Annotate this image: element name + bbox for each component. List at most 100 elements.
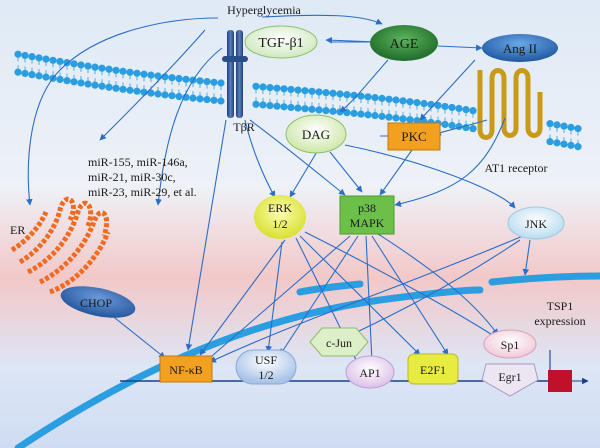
membrane-lipid-head <box>77 79 85 87</box>
membrane-lipid-head <box>329 89 337 97</box>
jnk-label: JNK <box>525 217 547 231</box>
membrane-lipid-head <box>469 107 477 115</box>
membrane-lipid-head <box>392 114 400 122</box>
membrane-lipid-head <box>574 143 582 151</box>
usf-label-2: 1/2 <box>258 368 273 382</box>
membrane-lipid-head <box>553 121 561 129</box>
dag-label: DAG <box>302 127 330 142</box>
node-ap1: AP1 <box>345 355 395 389</box>
membrane-lipid-head <box>98 64 106 72</box>
membrane-lipid-head <box>147 89 155 97</box>
membrane-lipid-head <box>161 91 169 99</box>
p38-label-2: MAPK <box>350 216 385 230</box>
nuclear-envelope <box>14 286 484 448</box>
tbr-label: TβR <box>233 120 254 134</box>
membrane-lipid-head <box>301 105 309 113</box>
membrane-lipid-head <box>399 97 407 105</box>
at1-receptor-helix <box>477 68 543 140</box>
membrane-lipid-head <box>98 82 106 90</box>
membrane-lipid-head <box>105 65 113 73</box>
node-age: AGE <box>370 25 438 61</box>
membrane-lipid-head <box>357 110 365 118</box>
cjun-label: c-Jun <box>326 336 352 350</box>
membrane-lipid-head <box>441 120 449 129</box>
membrane-lipid-head <box>574 125 582 133</box>
page-title: Hyperglycemia <box>227 3 301 17</box>
membrane-lipid-head <box>301 87 309 95</box>
membrane-lipid-head <box>280 85 288 93</box>
chop-label: CHOP <box>80 296 112 310</box>
membrane-lipid-head <box>147 71 155 79</box>
membrane-lipid-head <box>441 102 449 111</box>
membrane-lipid-head <box>77 61 85 69</box>
membrane-lipid-head <box>56 75 64 84</box>
membrane-lipid-head <box>350 109 358 117</box>
node-jnk: JNK <box>507 206 565 240</box>
membrane-lipid-head <box>448 121 456 130</box>
membrane-lipid-head <box>546 138 554 146</box>
tsp1-gene-box <box>548 370 572 392</box>
node-nf-kb: NF-κB <box>159 355 213 383</box>
membrane-lipid-head <box>126 68 134 76</box>
node-usf: USF 1/2 <box>235 349 297 385</box>
membrane-lipid-head <box>168 74 176 82</box>
membrane-lipid-head <box>210 96 218 104</box>
membrane-lipid-head <box>280 103 288 111</box>
membrane-lipid-head <box>126 86 134 94</box>
membrane-lipid-head <box>567 123 575 131</box>
membrane-lipid-head <box>154 90 162 98</box>
p38-label-1: p38 <box>358 201 376 215</box>
tsp1-label-1: TSP1 <box>547 299 574 313</box>
membrane-lipid-head <box>462 105 470 114</box>
membrane-lipid-head <box>105 83 113 91</box>
node-sp1: Sp1 <box>483 329 537 359</box>
membrane-lipid-head <box>252 82 260 90</box>
membrane-lipid-head <box>364 93 372 101</box>
tsp1-label-2: expression <box>534 314 585 328</box>
membrane-lipid-head <box>336 90 344 98</box>
membrane-lipid-head <box>35 54 43 62</box>
membrane-lipid-head <box>469 125 477 133</box>
membrane-lipid-head <box>308 105 316 113</box>
er-organelle <box>10 196 111 295</box>
membrane-lipid-head <box>420 99 428 108</box>
node-egr1: Egr1 <box>481 363 539 397</box>
node-dag: DAG <box>285 114 347 154</box>
membrane-lipid-head <box>112 66 120 74</box>
membrane-lipid-head <box>21 69 29 78</box>
membrane-lipid-head <box>112 84 120 92</box>
membrane-lipid-head <box>49 56 57 64</box>
membrane-lipid-head <box>28 71 36 79</box>
membrane-lipid-head <box>217 79 225 87</box>
tgf-beta-receptor <box>222 30 248 118</box>
membrane-lipid-head <box>553 139 561 147</box>
membrane-lipid-head <box>28 53 36 61</box>
e2f1-label: E2F1 <box>420 363 446 377</box>
membrane-lipid-head <box>287 85 295 94</box>
membrane-lipid-head <box>371 111 379 120</box>
membrane-lipid-head <box>14 68 22 76</box>
membrane-lipid-head <box>133 87 141 95</box>
node-tgf-beta1: TGF-β1 <box>244 25 318 59</box>
membrane-lipid-head <box>21 51 29 60</box>
membrane-lipid-head <box>413 99 421 107</box>
er-label: ER <box>10 223 25 237</box>
membrane-lipid-head <box>84 62 92 70</box>
membrane-lipid-head <box>35 72 43 80</box>
membrane-lipid-head <box>560 122 568 130</box>
membrane-lipid-head <box>42 73 50 81</box>
sp1-label: Sp1 <box>501 338 520 352</box>
membrane-lipid-head <box>560 140 568 148</box>
membrane-lipid-head <box>196 95 204 103</box>
membrane-lipid-head <box>406 116 414 124</box>
membrane-lipid-head <box>133 69 141 77</box>
membrane-lipid-head <box>63 77 71 85</box>
membrane-lipid-head <box>343 91 351 99</box>
membrane-lipid-head <box>273 102 281 110</box>
membrane-lipid-head <box>315 88 323 96</box>
membrane-lipid-head <box>70 60 78 68</box>
membrane-lipid-head <box>364 111 372 119</box>
node-pkc: PKC <box>387 122 441 151</box>
membrane-lipid-head <box>273 84 281 92</box>
